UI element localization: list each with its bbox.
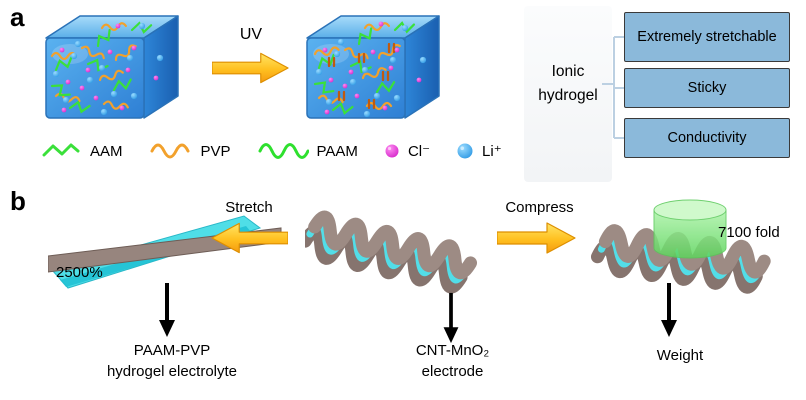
property-box-stretchable: Extremely stretchable <box>624 12 790 62</box>
legend-label-cl: Cl⁻ <box>407 143 431 160</box>
property-bracket <box>602 36 626 139</box>
ionic-hydrogel-panel-background <box>524 6 612 182</box>
ionic-hydrogel-line2: hydrogel <box>538 87 598 105</box>
electrolyte-caption-line1: PAAM-PVP <box>133 342 211 359</box>
paam-chain-icon <box>257 140 309 162</box>
corrugated-electrode-illustration <box>305 198 490 298</box>
ionic-hydrogel-label: Ionic hydrogel <box>524 60 612 108</box>
chloride-ion-icon <box>384 143 400 159</box>
lithium-ion-icon <box>456 142 474 160</box>
panel-a-label: a <box>10 2 25 32</box>
compress-arrow-icon <box>497 222 576 254</box>
uv-label: UV <box>239 26 263 43</box>
down-arrow-electrolyte <box>159 283 175 337</box>
legend-label-li: Li⁺ <box>482 143 502 160</box>
electrolyte-caption-line2: hydrogel electrolyte <box>106 363 238 380</box>
electrode-caption: CNT-MnO₂ electrode <box>375 340 530 382</box>
legend-label-aam: AAM <box>90 142 123 160</box>
panel-b-label: b <box>10 186 26 216</box>
pvp-chain-icon <box>149 140 193 162</box>
stretch-label: Stretch <box>225 199 273 216</box>
down-arrow-electrode <box>443 292 459 344</box>
down-arrow-weight <box>661 283 677 337</box>
aam-monomer-icon <box>42 141 82 161</box>
legend-label-paam: PAAM <box>316 142 358 160</box>
compressed-electrode-with-weight-illustration <box>590 199 790 305</box>
uv-arrow-icon <box>212 52 289 84</box>
electrode-caption-line2: electrode <box>421 363 484 380</box>
compress-label: Compress <box>505 199 574 216</box>
compress-fold-label: 7100 fold <box>718 224 780 241</box>
stretch-ratio-label: 2500% <box>56 264 103 281</box>
legend-label-pvp: PVP <box>200 142 231 160</box>
stretch-arrow-icon <box>211 222 288 254</box>
weight-caption: Weight <box>656 347 704 364</box>
electrode-caption-line1: CNT-MnO₂ <box>415 342 490 359</box>
property-box-sticky: Sticky <box>624 68 790 108</box>
precursor-solution-cube-illustration <box>45 15 179 119</box>
weight-cylinder <box>653 199 727 259</box>
property-box-conductivity: Conductivity <box>624 118 790 158</box>
ionic-hydrogel-line1: Ionic <box>551 63 585 80</box>
legend: AAM PVP PAAM Cl⁻ Li⁺ <box>42 138 528 164</box>
electrolyte-caption: PAAM-PVP hydrogel electrolyte <box>82 340 262 382</box>
crosslinked-hydrogel-cube-illustration <box>306 15 440 119</box>
